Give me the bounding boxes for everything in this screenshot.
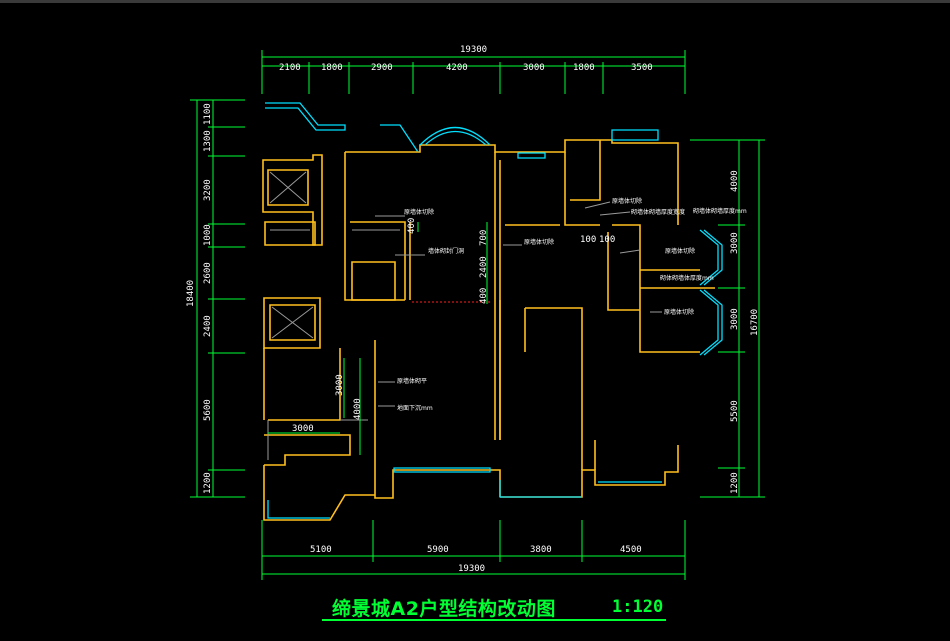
top-dimension-chain: 19300 2100 1800 2900 4200 3000 1800 3500 — [261, 45, 686, 94]
dim-left-7: 5600 — [203, 399, 213, 421]
dim-left-2: 1300 — [203, 130, 213, 152]
dim-left-4: 1000 — [203, 224, 213, 246]
dim-left-3: 3200 — [203, 179, 213, 201]
dim-top-5: 3000 — [523, 63, 545, 73]
note-8: 砌体砌墙体厚度mm — [660, 274, 714, 282]
note-10: 原墙体砌平 — [397, 377, 427, 385]
dim-right-1: 4000 — [730, 170, 740, 192]
dim-top-7: 3500 — [631, 63, 653, 73]
dim-left-8: 1200 — [203, 472, 213, 494]
dim-inner-3000h: 3000 — [292, 424, 314, 434]
dim-inner-3000v: 3000 — [335, 374, 345, 396]
note-5: 砌墙体砌墙厚度宽度 — [631, 208, 685, 216]
dim-top-4: 4200 — [446, 63, 468, 73]
dim-inner-2400: 2400 — [479, 256, 489, 278]
drawing-title: 缔景城A2户型结构改动图 — [332, 598, 556, 620]
dim-inner-4000v: 4000 — [353, 398, 363, 420]
dim-top-total: 19300 — [460, 45, 487, 55]
dim-top-2: 1800 — [321, 63, 343, 73]
dim-bottom-2: 5900 — [427, 545, 449, 555]
note-4: 原墙体切除 — [612, 197, 642, 205]
dim-top-3: 2900 — [371, 63, 393, 73]
right-dimension-chain: 4000 3000 3000 5500 1200 16700 — [690, 139, 765, 498]
windows — [265, 102, 723, 519]
left-dimension-chain: 18400 1100 1300 3200 1000 2600 2400 5600… — [186, 99, 245, 498]
dim-inner-400b: 400 — [479, 288, 489, 304]
title-underline — [322, 619, 666, 621]
dim-top-6: 1800 — [573, 63, 595, 73]
dim-inner-700: 700 — [479, 230, 489, 246]
bottom-dimension-chain: 5100 5900 3800 4500 19300 — [261, 520, 686, 580]
dim-top-1: 2100 — [279, 63, 301, 73]
core-hatch — [267, 171, 400, 460]
note-7: 砌墙体砌墙厚度mm — [693, 207, 747, 215]
dim-right-2: 3000 — [730, 232, 740, 254]
drawing-scale: 1:120 — [612, 597, 664, 617]
dim-inner-100b: 100 — [599, 235, 615, 245]
dim-bottom-1: 5100 — [310, 545, 332, 555]
dim-inner-400a: 400 — [407, 218, 417, 234]
inner-dimensions: 400 700 2400 400 100 100 3000 4000 3000 — [268, 218, 615, 455]
dim-right-3: 3000 — [730, 308, 740, 330]
note-1: 原墙体切除 — [404, 208, 434, 216]
dim-right-4: 5500 — [730, 400, 740, 422]
dim-left-5: 2600 — [203, 262, 213, 284]
note-3: 原墙体切除 — [524, 238, 554, 246]
dim-bottom-total: 19300 — [458, 564, 485, 574]
note-9: 原墙体切除 — [664, 308, 694, 316]
note-6: 原墙体切除 — [665, 247, 695, 255]
window-top-bar — [0, 0, 950, 3]
walls — [262, 139, 715, 521]
dim-bottom-4: 4500 — [620, 545, 642, 555]
dim-left-1: 1100 — [203, 103, 213, 125]
annotations: 原墙体切除 墙体砌封门洞 原墙体切除 原墙体切除 砌墙体砌墙厚度宽度 砌墙体砌墙… — [375, 197, 747, 412]
dim-bottom-3: 3800 — [530, 545, 552, 555]
dim-left-total: 18400 — [186, 280, 196, 307]
dim-inner-100a: 100 — [580, 235, 596, 245]
note-11: 地面下沉mm — [397, 404, 433, 412]
note-2: 墙体砌封门洞 — [428, 247, 464, 255]
dim-right-total: 16700 — [750, 309, 760, 336]
dim-right-5: 1200 — [730, 472, 740, 494]
dim-left-6: 2400 — [203, 315, 213, 337]
